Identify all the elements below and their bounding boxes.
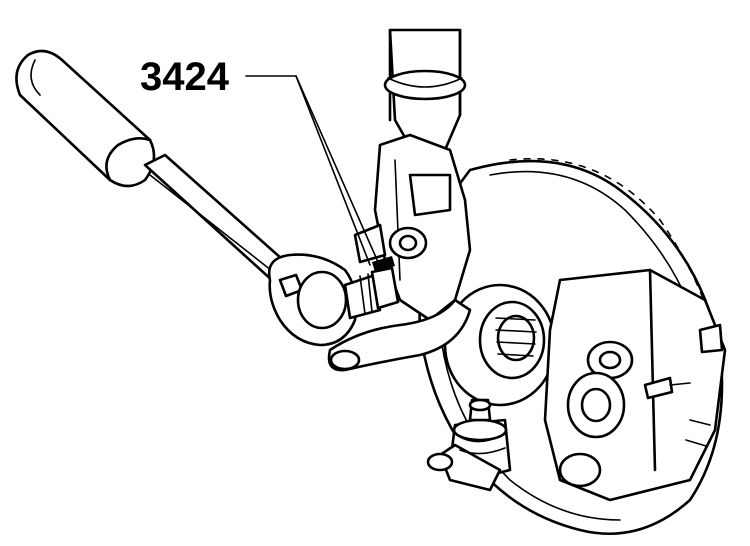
tool-3424 <box>15 49 400 347</box>
part-number-label: 3424 <box>140 55 230 99</box>
steering-knuckle <box>353 133 472 322</box>
strut-tube <box>383 28 467 157</box>
callout-leader <box>245 75 379 266</box>
ball-joint <box>426 398 512 492</box>
brake-caliper <box>543 268 727 502</box>
wheel-hub <box>443 283 557 407</box>
steering-arm <box>327 298 472 372</box>
